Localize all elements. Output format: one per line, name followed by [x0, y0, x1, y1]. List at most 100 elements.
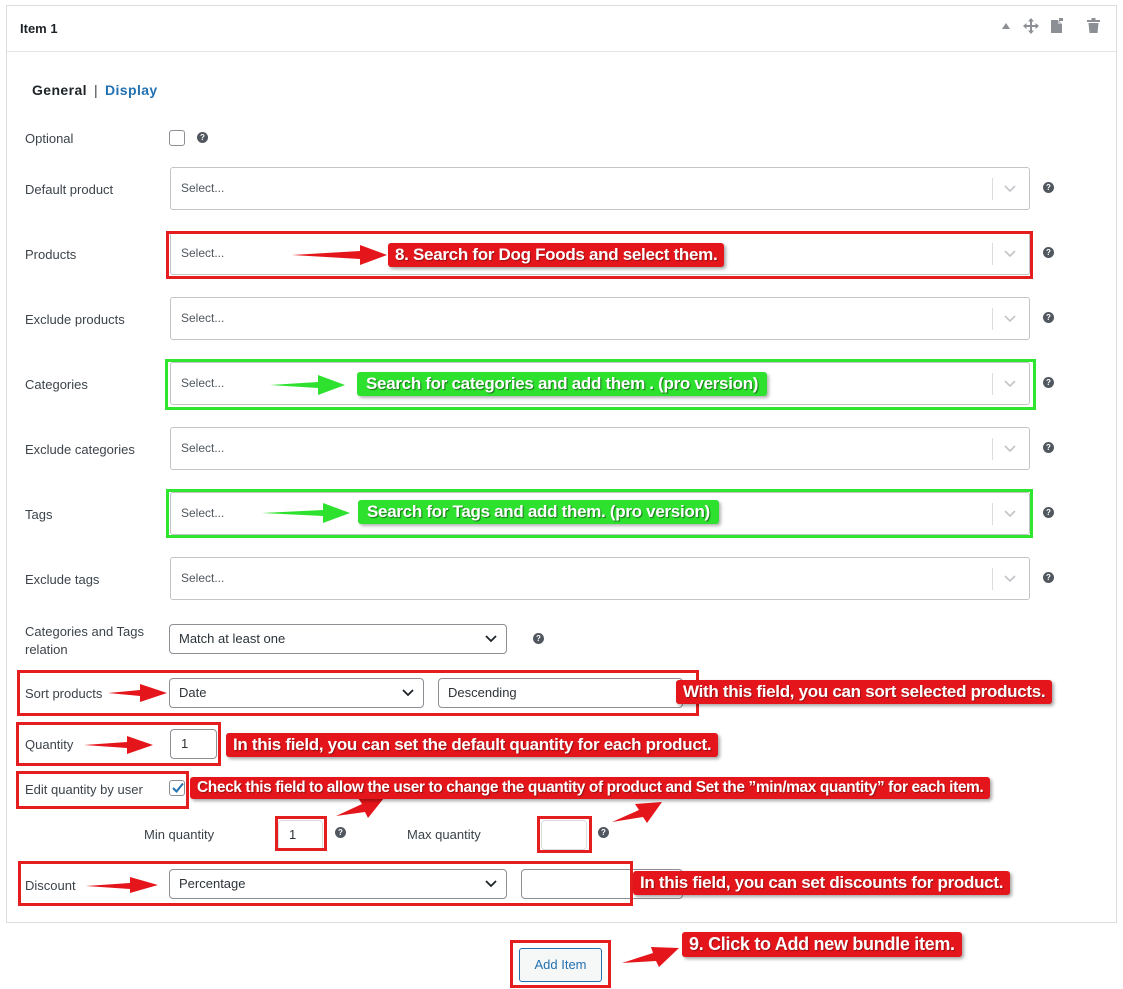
tags-callout: Search for Tags and add them. (pro versi…	[358, 500, 719, 524]
categories-callout: Search for categories and add them . (pr…	[357, 372, 768, 396]
discount-callout: In this field, you can set discounts for…	[633, 871, 1011, 895]
select-divider	[992, 568, 993, 590]
tab-bar: General | Display	[32, 82, 158, 98]
sort-by-select[interactable]: Date	[169, 678, 424, 708]
add-item-callout: 9. Click to Add new bundle item.	[682, 932, 962, 957]
sort-by-value: Date	[179, 685, 207, 700]
relation-select[interactable]: Match at least one	[169, 624, 507, 654]
optional-checkbox[interactable]	[169, 130, 185, 146]
tab-general[interactable]: General	[32, 82, 87, 98]
default-product-select[interactable]: Select...	[170, 167, 1030, 210]
categories-label: Categories	[25, 377, 88, 392]
arrow-max-quantity	[612, 802, 662, 823]
chevron-down-icon	[1004, 250, 1016, 258]
quantity-callout: In this field, you can set the default q…	[226, 733, 719, 757]
select-divider	[992, 178, 993, 200]
optional-label: Optional	[25, 131, 74, 146]
help-icon[interactable]: ?	[533, 633, 544, 644]
help-icon[interactable]: ?	[1043, 507, 1054, 518]
help-icon[interactable]: ?	[1043, 377, 1054, 388]
chevron-down-icon	[1004, 185, 1016, 193]
max-quantity-input[interactable]	[541, 820, 587, 850]
edit-quantity-label: Edit quantity by user	[25, 782, 143, 797]
exclude-products-label: Exclude products	[25, 312, 125, 327]
default-product-label: Default product	[25, 182, 114, 197]
quantity-input[interactable]: 1	[170, 729, 217, 759]
arrow-min-quantity	[336, 798, 384, 818]
sort-order-value: Descending	[448, 685, 517, 700]
products-callout: 8. Search for Dog Foods and select them.	[388, 243, 725, 267]
help-icon[interactable]: ?	[1043, 442, 1054, 453]
arrow-sort	[108, 684, 167, 702]
add-item-button[interactable]: Add Item	[519, 948, 602, 982]
select-divider	[992, 503, 993, 525]
select-placeholder: Select...	[181, 311, 225, 325]
sort-callout: With this field, you can sort selected p…	[676, 680, 1053, 704]
trash-icon[interactable]	[1085, 18, 1101, 36]
duplicate-icon[interactable]	[1049, 18, 1065, 36]
exclude-products-select[interactable]: Select...	[170, 297, 1030, 340]
sort-order-select[interactable]: Descending	[438, 678, 683, 708]
select-placeholder: Select...	[181, 246, 225, 260]
relation-value: Match at least one	[179, 631, 286, 646]
select-placeholder: Select...	[181, 376, 225, 390]
exclude-tags-select[interactable]: Select...	[170, 557, 1030, 600]
chevron-down-icon	[1004, 315, 1016, 323]
help-icon[interactable]: ?	[1043, 312, 1054, 323]
help-icon[interactable]: ?	[335, 827, 346, 838]
item-title: Item 1	[20, 21, 58, 36]
discount-type-select[interactable]: Percentage	[169, 869, 507, 899]
exclude-categories-label: Exclude categories	[25, 442, 135, 457]
min-quantity-highlight-box	[275, 816, 327, 851]
min-quantity-label: Min quantity	[144, 827, 215, 842]
select-placeholder: Select...	[181, 181, 225, 195]
arrow-discount	[86, 877, 158, 893]
relation-label-line1: Categories and Tags	[25, 624, 145, 639]
arrow-add-item	[622, 947, 679, 967]
arrow-quantity	[84, 736, 153, 754]
select-placeholder: Select...	[181, 571, 225, 585]
max-quantity-label: Max quantity	[407, 827, 481, 842]
chevron-down-icon	[1004, 445, 1016, 453]
edit-quantity-highlight-box	[16, 771, 189, 809]
discount-label: Discount	[25, 878, 76, 893]
arrow-products	[292, 245, 387, 265]
select-placeholder: Select...	[181, 441, 225, 455]
arrow-categories	[270, 375, 345, 395]
tab-separator: |	[93, 82, 98, 98]
max-quantity-highlight-box	[537, 816, 592, 853]
tags-label: Tags	[25, 507, 53, 522]
products-select[interactable]: Select...	[170, 232, 1030, 275]
relation-label-line2: relation	[25, 642, 68, 657]
categories-highlight-box	[165, 359, 1036, 410]
select-divider	[992, 373, 993, 395]
select-divider	[992, 308, 993, 330]
products-highlight-box	[166, 231, 1033, 279]
exclude-categories-select[interactable]: Select...	[170, 427, 1030, 470]
quantity-label: Quantity	[25, 737, 74, 752]
tags-highlight-box	[166, 489, 1033, 538]
help-icon[interactable]: ?	[1043, 572, 1054, 583]
bundle-item-header[interactable]	[7, 6, 1116, 52]
collapse-icon[interactable]	[998, 18, 1014, 36]
chevron-down-icon	[485, 880, 497, 888]
edit-quantity-checkbox[interactable]	[169, 780, 185, 796]
help-icon[interactable]: ?	[1043, 247, 1054, 258]
products-label: Products	[25, 247, 77, 262]
select-divider	[992, 438, 993, 460]
tab-display[interactable]: Display	[105, 82, 158, 98]
add-item-highlight-box	[510, 940, 611, 988]
select-placeholder: Select...	[181, 506, 225, 520]
checkmark-icon	[172, 782, 184, 793]
help-icon[interactable]: ?	[1043, 182, 1054, 193]
discount-type-value: Percentage	[179, 876, 246, 891]
move-icon[interactable]	[1023, 18, 1039, 36]
chevron-down-icon	[1004, 380, 1016, 388]
discount-highlight-box	[18, 861, 633, 906]
chevron-down-icon	[1004, 575, 1016, 583]
select-divider	[992, 243, 993, 265]
chevron-down-icon	[485, 635, 497, 643]
help-icon[interactable]: ?	[197, 132, 208, 143]
help-icon[interactable]: ?	[598, 827, 609, 838]
